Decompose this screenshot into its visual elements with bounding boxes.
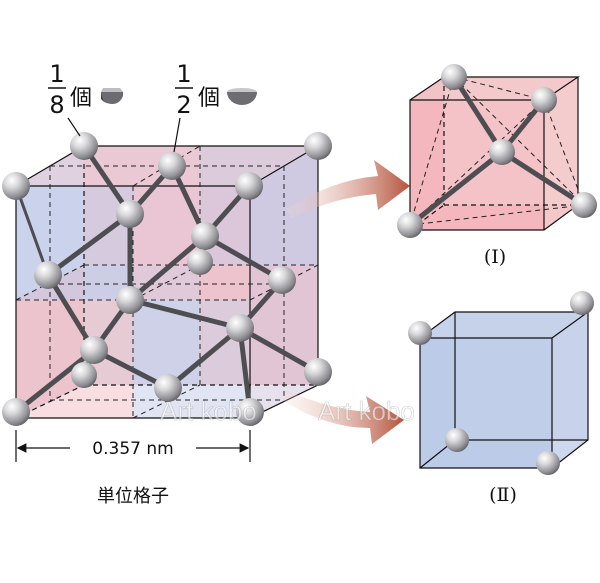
atom: [226, 314, 254, 342]
atom: [571, 192, 597, 218]
figure-1-tetrahedral-cell: (Ⅰ): [397, 64, 597, 268]
atom: [408, 321, 432, 345]
atom: [445, 428, 469, 452]
arrow-icon: [286, 160, 410, 218]
half-sphere-icon: [227, 88, 257, 105]
atoms: [2, 132, 332, 426]
atom: [116, 200, 144, 228]
atom: [236, 398, 264, 426]
atom: [187, 249, 213, 275]
atom: [71, 362, 97, 388]
atom: [70, 132, 98, 160]
atom: [489, 139, 515, 165]
atom: [441, 64, 467, 90]
atom: [154, 374, 182, 402]
face-fraction-label: 1 2 個: [173, 60, 257, 153]
figure-2-label: (Ⅱ): [489, 484, 517, 506]
corner-fraction-unit: 個: [70, 86, 92, 111]
face-fraction-numerator: 1: [176, 60, 191, 88]
figure-2-empty-cell: (Ⅱ): [408, 291, 594, 506]
atom: [397, 212, 423, 238]
corner-fraction-label: 1 8 個: [48, 60, 123, 137]
corner-fraction-denominator: 8: [49, 91, 64, 119]
unit-cell: [2, 132, 332, 426]
atom: [2, 172, 30, 200]
atom: [268, 266, 296, 294]
atom: [235, 172, 263, 200]
eighth-sphere-icon: [101, 88, 123, 104]
atom: [158, 152, 186, 180]
atom: [304, 132, 332, 160]
unit-cell-caption: 単位格子: [97, 486, 169, 507]
arrow-icon: [282, 390, 404, 444]
atom: [570, 291, 594, 315]
atom: [2, 398, 30, 426]
lattice-dimension: 0.357 nm: [15, 430, 251, 462]
face-fraction-unit: 個: [198, 86, 220, 111]
atom: [116, 286, 144, 314]
atom: [531, 87, 557, 113]
atom: [304, 358, 332, 386]
face-fraction-denominator: 2: [176, 91, 191, 119]
figure-1-label: (Ⅰ): [484, 246, 506, 268]
atom: [536, 451, 560, 475]
watermark: Art kobo: [160, 396, 257, 426]
lattice-constant-value: 0.357 nm: [92, 439, 173, 459]
atom: [191, 222, 219, 250]
watermark: Art kobo: [318, 396, 415, 426]
atom: [80, 336, 108, 364]
atom: [34, 261, 62, 289]
corner-fraction-numerator: 1: [49, 60, 64, 88]
